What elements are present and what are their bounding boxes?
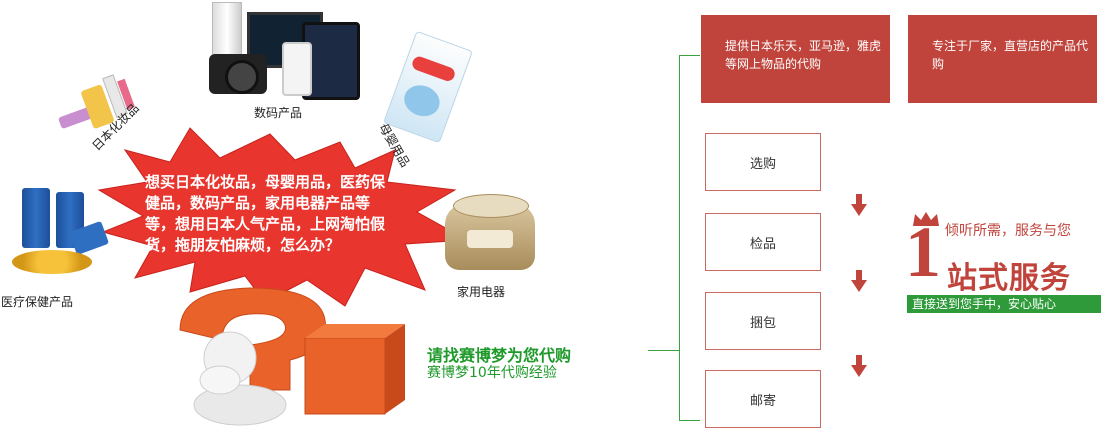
down-arrow-icon	[851, 355, 867, 377]
down-arrow-icon	[851, 270, 867, 292]
connector-bottom	[679, 420, 700, 421]
promo-number-one: 1	[905, 212, 941, 292]
step-ship: 邮寄	[705, 370, 821, 428]
starburst-bubble	[97, 127, 469, 307]
crown-icon	[913, 212, 939, 226]
health-products-label: 医疗保健产品	[1, 295, 74, 309]
service-box-online: 提供日本乐天，亚马逊，雅虎等网上物品的代购	[701, 15, 890, 103]
rice-cooker-image	[445, 188, 535, 272]
step-pack: 捆包	[705, 292, 821, 350]
digital-products-label: 数码产品	[254, 106, 303, 120]
promo-one-stop-service: 站式服务	[947, 261, 1071, 296]
down-arrow-icon	[851, 194, 867, 216]
question-mark-figure	[179, 287, 405, 426]
step-select: 选购	[705, 133, 821, 191]
call-to-action-subtitle: 赛博梦10年代购经验	[427, 365, 557, 381]
promo-slogan: 倾听所需，服务与您	[945, 223, 1071, 239]
digital-products-image	[207, 2, 360, 102]
service-box-factory-text: 专注于厂家，直营店的产品代购	[932, 39, 1089, 71]
call-to-action-title: 请找赛博梦为您代购	[427, 346, 572, 365]
burst-question-text: 想买日本化妆品，母婴用品，医药保健品，数码产品，家用电器产品等等，想用日本人气产…	[145, 173, 386, 254]
health-products-image	[12, 188, 112, 280]
connector-vertical	[679, 55, 680, 420]
connector-horizontal	[648, 350, 679, 351]
connector-top	[679, 55, 700, 56]
service-box-factory: 专注于厂家，直营店的产品代购	[908, 15, 1097, 103]
service-box-online-text: 提供日本乐天，亚马逊，雅虎等网上物品的代购	[725, 39, 882, 71]
step-inspect: 检品	[705, 213, 821, 271]
promo-delivery-bar: 直接送到您手中，安心贴心	[907, 295, 1101, 313]
appliances-label: 家用电器	[457, 285, 506, 299]
